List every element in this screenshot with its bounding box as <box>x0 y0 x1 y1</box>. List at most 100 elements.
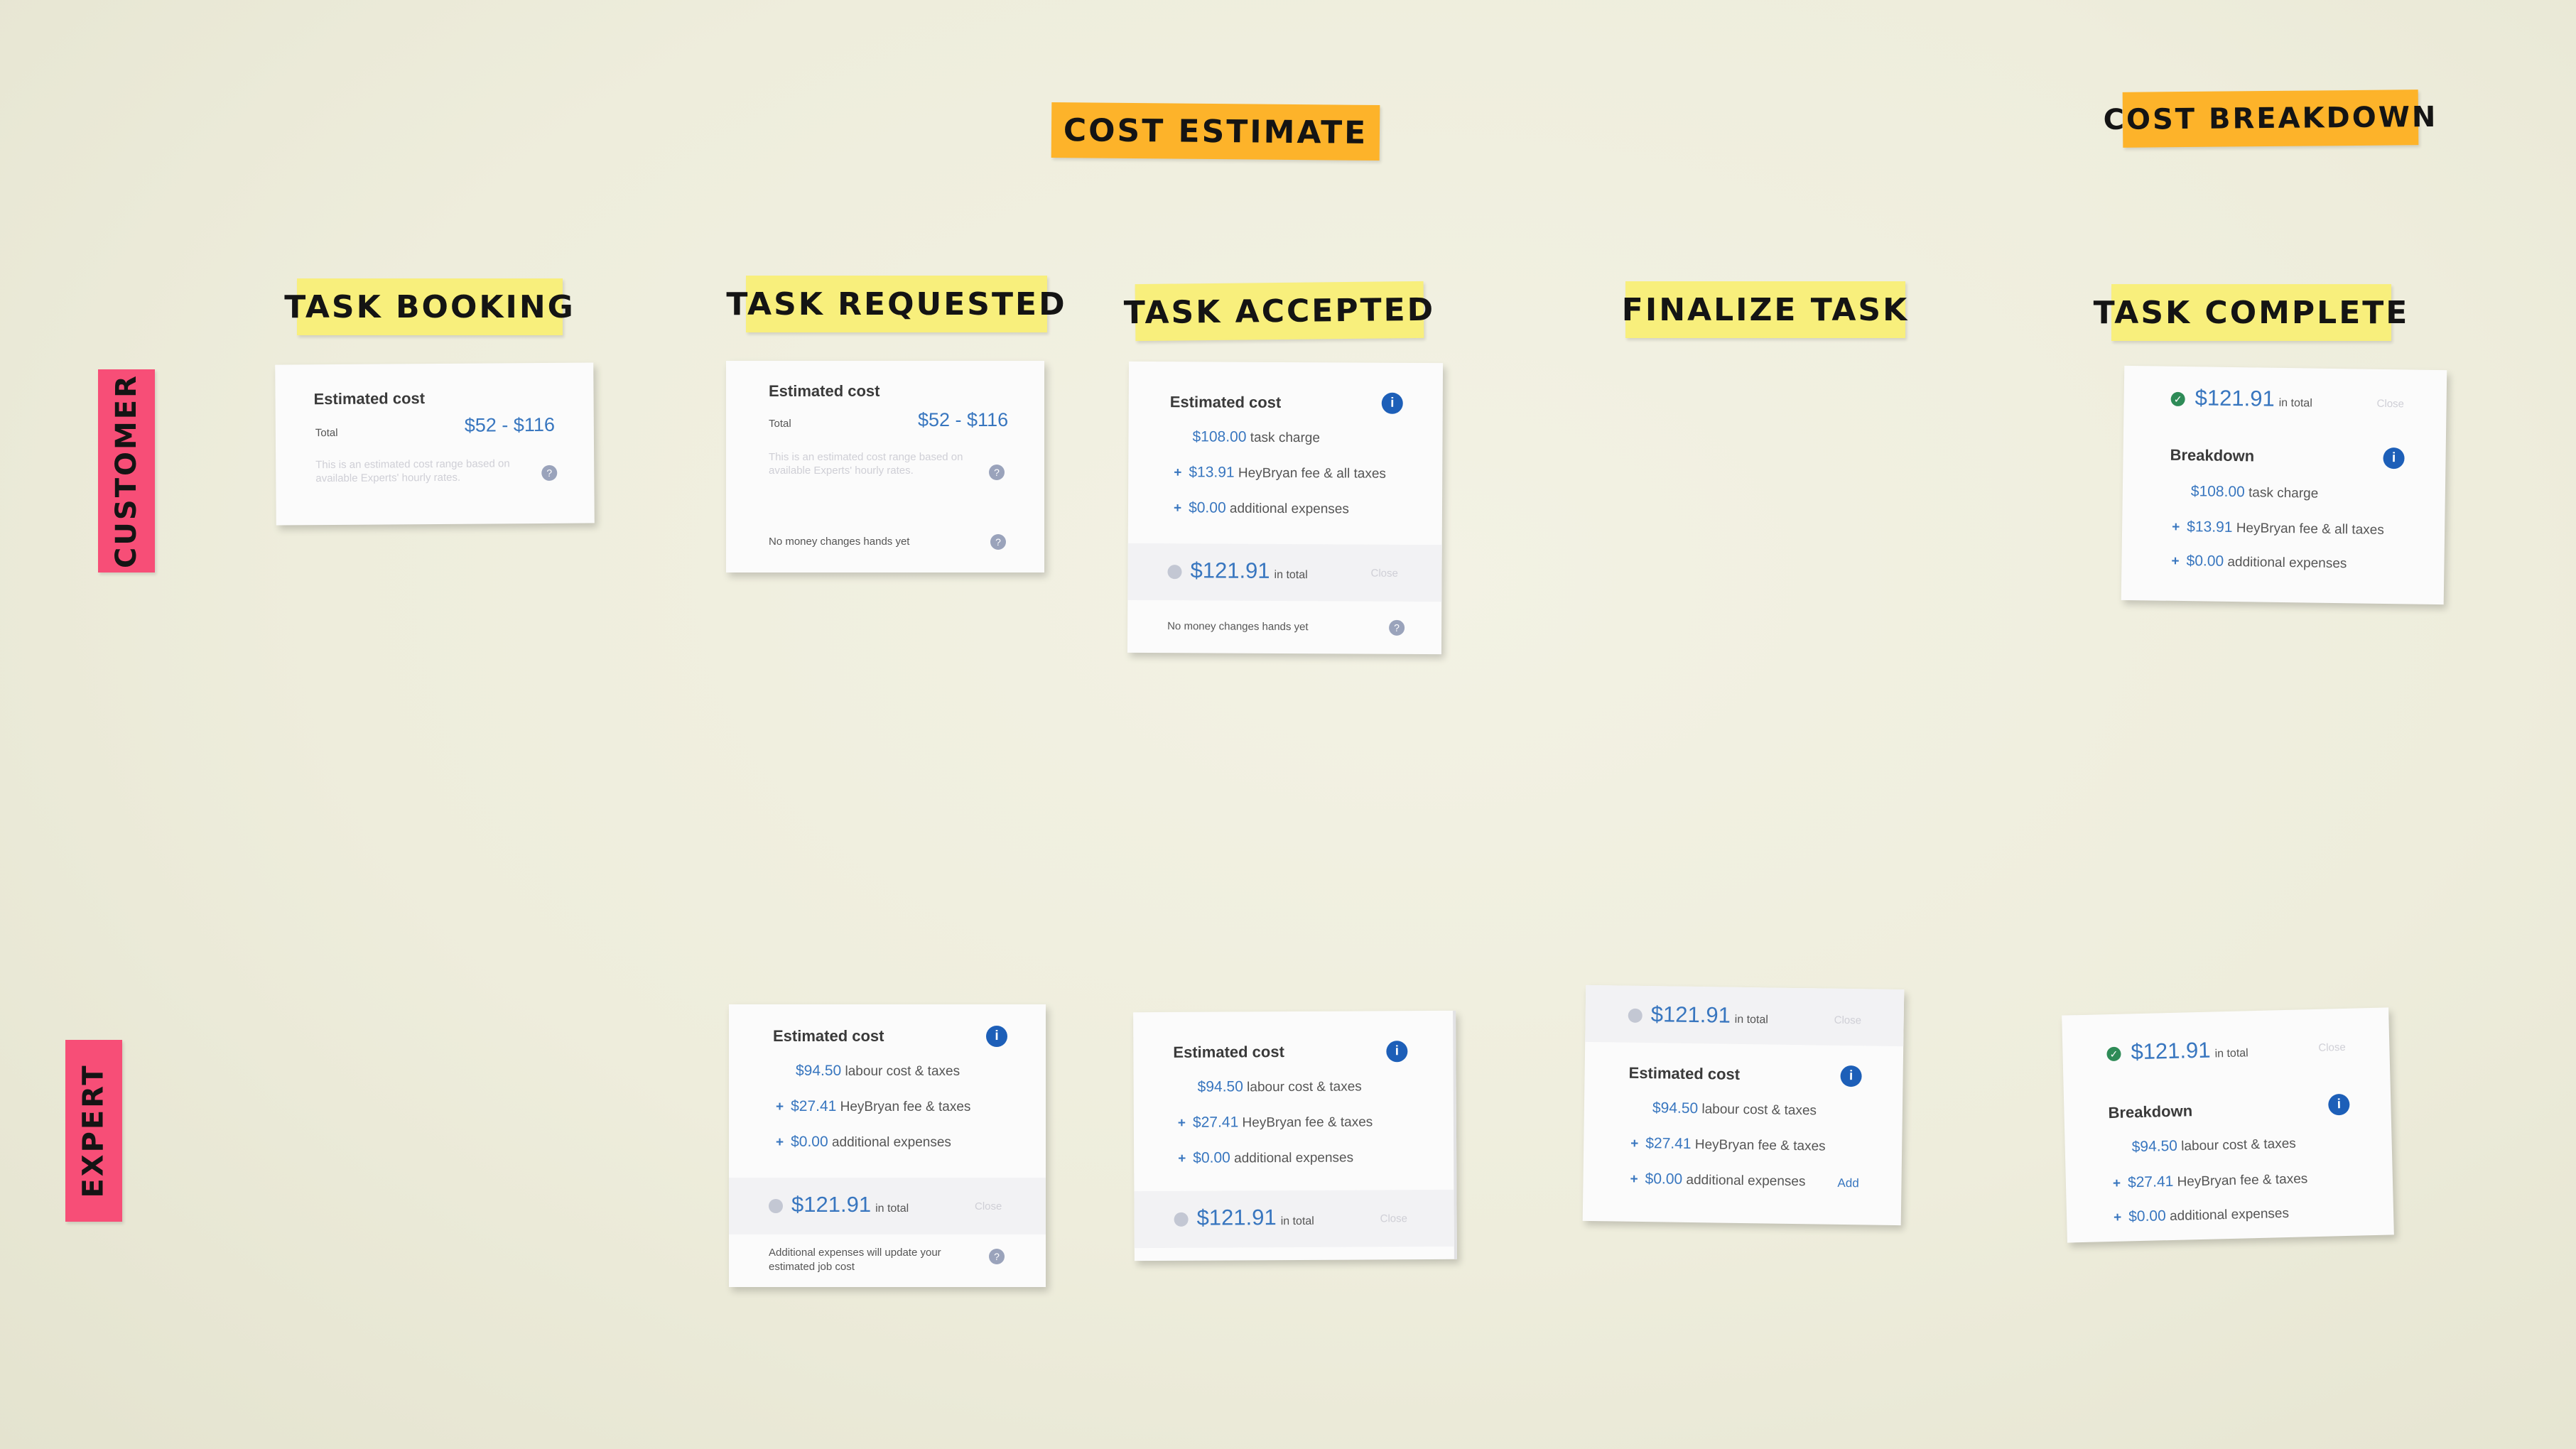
cost-breakdown-note: COST BREAKDOWN <box>2103 89 2438 148</box>
expert-role-note: EXPERT <box>65 1040 122 1222</box>
total-value: $121.91 <box>1190 558 1270 583</box>
expenses-line: +$0.00 additional expenses <box>776 1134 951 1150</box>
expenses-amount: $0.00 <box>1645 1171 1683 1188</box>
info-icon[interactable]: i <box>2327 1093 2350 1116</box>
close-link[interactable]: Close <box>2376 397 2405 411</box>
status-dot <box>1167 565 1182 580</box>
help-icon[interactable]: ? <box>541 465 558 481</box>
labour-amount: $94.50 <box>1652 1100 1699 1117</box>
help-icon[interactable]: ? <box>990 534 1006 550</box>
fee-amount: $27.41 <box>2127 1173 2174 1191</box>
estimated-cost-title: Estimated cost <box>313 389 426 408</box>
task-booking-note: TASK BOOKING <box>284 278 573 335</box>
total-value: $121.91 <box>2195 385 2275 411</box>
add-expense-link[interactable]: Add <box>1837 1176 1859 1190</box>
task-complete-note: TASK COMPLETE <box>2094 284 2407 341</box>
no-money-note: No money changes hands yet <box>1167 620 1309 634</box>
fee-amount: $27.41 <box>1192 1114 1239 1131</box>
close-link[interactable]: Close <box>975 1200 1002 1212</box>
help-icon[interactable]: ? <box>989 1249 1005 1264</box>
total-value: $121.91 <box>2131 1037 2211 1065</box>
range-note: This is an estimated cost range based on… <box>769 451 963 477</box>
range-note: This is an estimated cost range based on… <box>315 457 510 485</box>
expenses-label: additional expenses <box>2169 1205 2290 1225</box>
info-icon[interactable]: i <box>1386 1041 1408 1063</box>
in-total-label: in total <box>1734 1013 1769 1026</box>
fee-amount: $13.91 <box>1189 464 1235 481</box>
check-icon: ✓ <box>2106 1046 2121 1062</box>
expenses-label: additional expenses <box>1229 501 1349 517</box>
breakdown-title: Breakdown <box>2108 1102 2193 1122</box>
estimated-cost-title: Estimated cost <box>1173 1043 1284 1061</box>
expenses-label: additional expenses <box>1686 1172 1806 1190</box>
expenses-line: +$0.00 additional expenses <box>1173 499 1349 517</box>
total-amount: $121.91 in total <box>1190 558 1307 584</box>
in-total-label: in total <box>2278 396 2312 410</box>
close-link[interactable]: Close <box>2318 1041 2346 1054</box>
expenses-label: additional expenses <box>2227 554 2347 572</box>
task-charge-line: $108.00 task charge <box>1192 428 1320 446</box>
in-total-label: in total <box>2214 1047 2248 1060</box>
fee-line: +$27.41 HeyBryan fee & taxes <box>1630 1135 1826 1154</box>
info-icon[interactable]: i <box>986 1026 1007 1047</box>
task-charge-amount: $108.00 <box>2190 483 2245 501</box>
help-icon[interactable]: ? <box>1389 619 1405 636</box>
total-label: Total <box>315 426 338 440</box>
fee-label: HeyBryan fee & all taxes <box>2236 521 2384 538</box>
fee-label: HeyBryan fee & taxes <box>840 1100 971 1114</box>
expenses-label: additional expenses <box>1234 1150 1354 1166</box>
cost-range: $52 - $116 <box>918 409 1009 430</box>
task-charge-line: $108.00 task charge <box>2191 483 2319 502</box>
labour-line: $94.50 labour cost & taxes <box>2131 1135 2296 1156</box>
fee-line: +$27.41 HeyBryan fee & taxes <box>1177 1114 1373 1131</box>
labour-label: labour cost & taxes <box>1247 1079 1362 1095</box>
labour-line: $94.50 labour cost & taxes <box>1652 1100 1817 1119</box>
fee-label: HeyBryan fee & taxes <box>1242 1114 1373 1131</box>
customer-role-note: CUSTOMER <box>98 369 155 572</box>
labour-line: $94.50 labour cost & taxes <box>796 1063 960 1080</box>
cost-estimate-note: COST ESTIMATE <box>1051 102 1380 161</box>
expenses-line: +$0.00 additional expenses <box>1630 1171 1806 1190</box>
labour-line: $94.50 labour cost & taxes <box>1198 1078 1362 1096</box>
in-total-label: in total <box>1274 568 1308 582</box>
total-value: $121.91 <box>1650 1002 1731 1028</box>
check-icon: ✓ <box>2170 391 2185 407</box>
help-icon[interactable]: ? <box>989 465 1005 480</box>
customer-accepted-card: Estimated cost i $108.00 task charge +$1… <box>1127 361 1444 655</box>
status-dot <box>1628 1008 1643 1024</box>
in-total-label: in total <box>1280 1215 1314 1228</box>
fee-amount: $27.41 <box>791 1098 837 1114</box>
close-link[interactable]: Close <box>1834 1014 1862 1027</box>
fee-amount: $13.91 <box>2187 519 2233 536</box>
customer-role-label: CUSTOMER <box>110 374 143 568</box>
expert-role-label: EXPERT <box>77 1063 110 1198</box>
close-link[interactable]: Close <box>1370 567 1398 580</box>
expenses-amount: $0.00 <box>2128 1208 2167 1225</box>
info-icon[interactable]: i <box>1840 1065 1862 1087</box>
task-accepted-note: TASK ACCEPTED <box>1124 281 1435 342</box>
task-charge-label: task charge <box>2248 485 2319 501</box>
no-money-note: No money changes hands yet <box>769 536 910 548</box>
close-link[interactable]: Close <box>1380 1212 1408 1225</box>
expenses-line: +$0.00 additional expenses <box>2171 553 2347 572</box>
fee-label: HeyBryan fee & taxes <box>2177 1171 2308 1190</box>
additional-expenses-note: Additional expenses will update your est… <box>769 1247 941 1273</box>
info-icon[interactable]: i <box>1381 392 1403 414</box>
fee-amount: $27.41 <box>1645 1135 1692 1152</box>
expenses-label: additional expenses <box>831 1135 951 1150</box>
task-charge-label: task charge <box>1250 430 1321 446</box>
labour-amount: $94.50 <box>2131 1137 2178 1156</box>
labour-amount: $94.50 <box>1197 1078 1243 1095</box>
total-value: $121.91 <box>1196 1205 1277 1230</box>
info-icon[interactable]: i <box>2383 447 2405 470</box>
in-total-label: in total <box>875 1203 909 1215</box>
breakdown-title: Breakdown <box>2170 445 2255 465</box>
customer-requested-card: Estimated cost Total $52 - $116 This is … <box>726 361 1044 572</box>
